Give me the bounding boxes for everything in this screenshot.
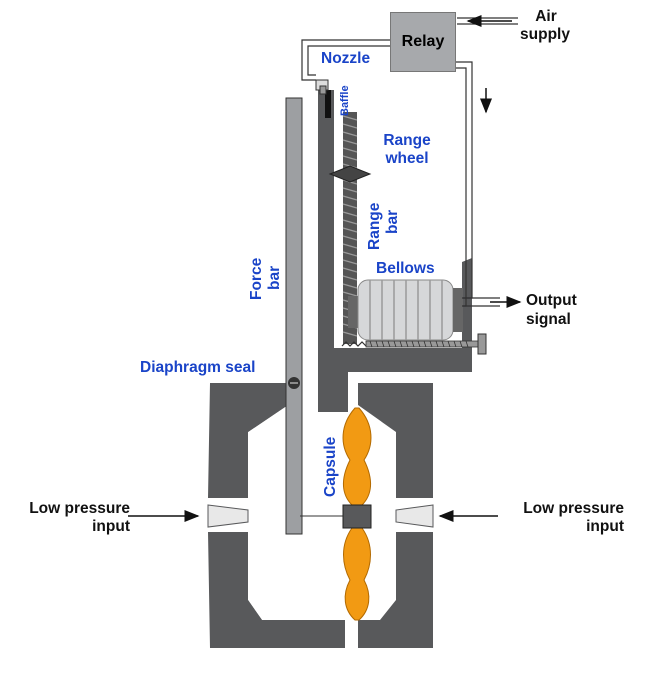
capsule-lower (343, 527, 371, 621)
low-pressure-right-label-2: input (586, 518, 624, 535)
capsule-label: Capsule (322, 436, 339, 497)
air-supply-label-1: Air (535, 8, 557, 25)
housing-left-upper (210, 383, 288, 498)
zero-spring (341, 341, 367, 347)
range-wheel (328, 165, 372, 183)
relay-label: Relay (401, 33, 445, 50)
baffle-label: Baffle (339, 85, 351, 116)
housing-right-lower (358, 532, 433, 648)
range-wheel-label-2: wheel (385, 150, 429, 167)
housing-left-lower (210, 532, 345, 648)
diaphragm-seal-label: Diaphragm seal (140, 359, 256, 376)
force-bar-label-1: Force (248, 257, 265, 300)
range-bar-label-1: Range (366, 202, 383, 250)
support-frame (318, 90, 472, 385)
output-signal-label-2: signal (526, 311, 571, 328)
baffle (325, 90, 331, 118)
output-signal-label-1: Output (526, 292, 577, 309)
air-supply-label-2: supply (520, 26, 570, 43)
housing-right-upper (358, 383, 433, 498)
housing (207, 370, 434, 648)
range-wheel-label-1: Range (383, 132, 431, 149)
low-pressure-right-label-1: Low pressure (523, 500, 624, 517)
force-bar-label-2: bar (266, 265, 283, 290)
force-bar (285, 97, 303, 535)
low-pressure-left-label-1: Low pressure (29, 500, 130, 517)
zero-adjust-screw (365, 333, 487, 355)
range-bar-label-2: bar (384, 209, 401, 234)
low-pressure-left-label-2: input (92, 518, 130, 535)
capsule-center-block (342, 504, 372, 529)
nozzle (315, 79, 329, 95)
left-inlet-port (207, 504, 249, 528)
capsule (342, 407, 372, 506)
nozzle-label: Nozzle (321, 50, 371, 67)
right-inlet-port (395, 504, 434, 528)
pneumatic-tubing (301, 17, 518, 307)
relay-box: Relay (390, 12, 456, 72)
bellows-label: Bellows (376, 260, 435, 277)
bellows-assembly (348, 279, 463, 341)
